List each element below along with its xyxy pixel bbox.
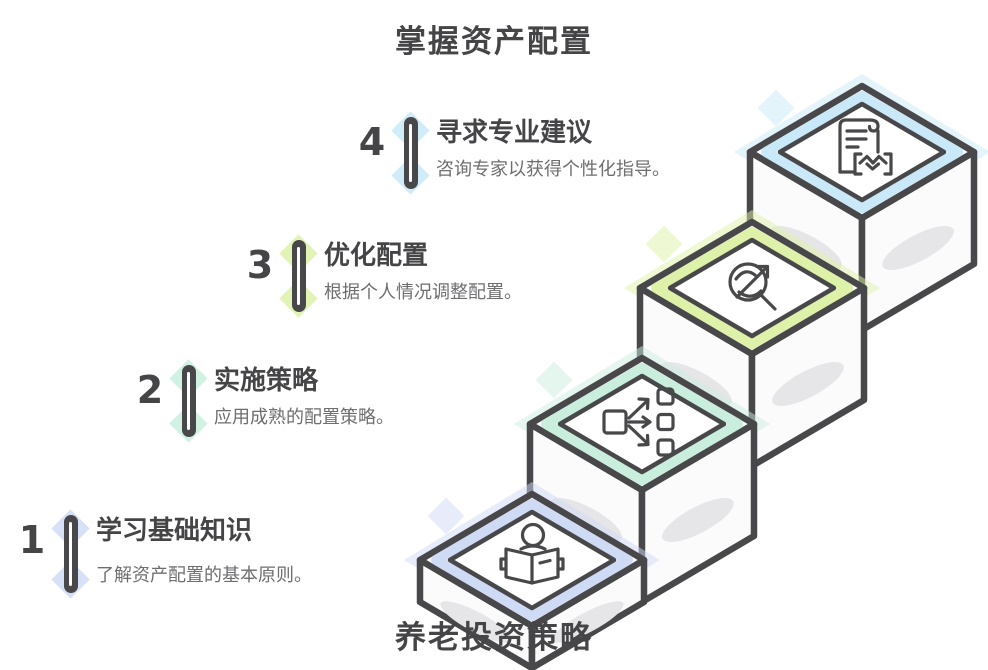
step-number: 1 — [18, 518, 46, 562]
marker-bar-icon — [292, 240, 306, 312]
step-number: 2 — [136, 368, 164, 412]
book-reader-icon — [499, 522, 565, 585]
footer-title: 养老投资策略 — [395, 620, 593, 656]
step-1-platform — [404, 482, 660, 670]
step-title: 学习基础知识 — [96, 516, 253, 546]
step-description: 咨询专家以获得个性化指导。 — [436, 159, 670, 180]
step-marker — [279, 234, 318, 318]
step-marker — [391, 111, 430, 195]
marker-bar-icon — [182, 365, 196, 437]
step-number: 3 — [246, 243, 274, 287]
step-title: 优化配置 — [324, 241, 429, 271]
marker-bar-icon — [404, 117, 418, 189]
step-marker — [51, 509, 90, 599]
step-title: 实施策略 — [214, 366, 319, 396]
contract-handshake-icon — [838, 118, 893, 176]
step-description: 应用成熟的配置策略。 — [214, 407, 394, 428]
step-title: 寻求专业建议 — [436, 118, 593, 148]
step-description: 了解资产配置的基本原则。 — [96, 565, 312, 586]
step-description: 根据个人情况调整配置。 — [324, 282, 522, 303]
marker-bar-icon — [64, 515, 78, 593]
step-marker — [169, 359, 208, 443]
magnifier-trend-icon — [728, 262, 777, 311]
step-number: 4 — [358, 120, 386, 164]
allocation-arrows-icon — [602, 387, 675, 457]
page-title: 掌握资产配置 — [395, 24, 593, 60]
